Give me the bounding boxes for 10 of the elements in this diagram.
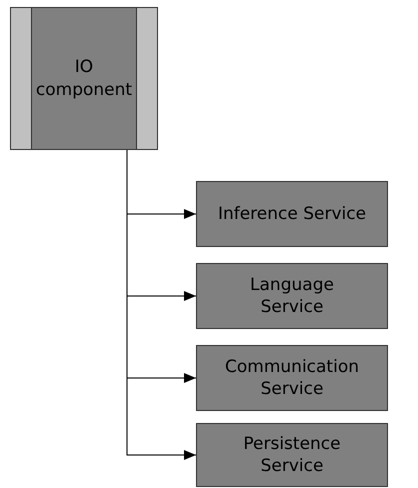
service-box — [196, 263, 388, 329]
box-label: Inference Service — [218, 202, 366, 226]
box-label: IO component — [34, 56, 134, 101]
box-label: Communication Service — [224, 356, 360, 400]
service-box — [196, 181, 388, 247]
component-box — [10, 7, 158, 150]
service-box — [196, 345, 388, 411]
box-label: Persistence Service — [242, 432, 342, 478]
service-box — [196, 423, 388, 487]
box-label: Language Service — [249, 274, 335, 318]
